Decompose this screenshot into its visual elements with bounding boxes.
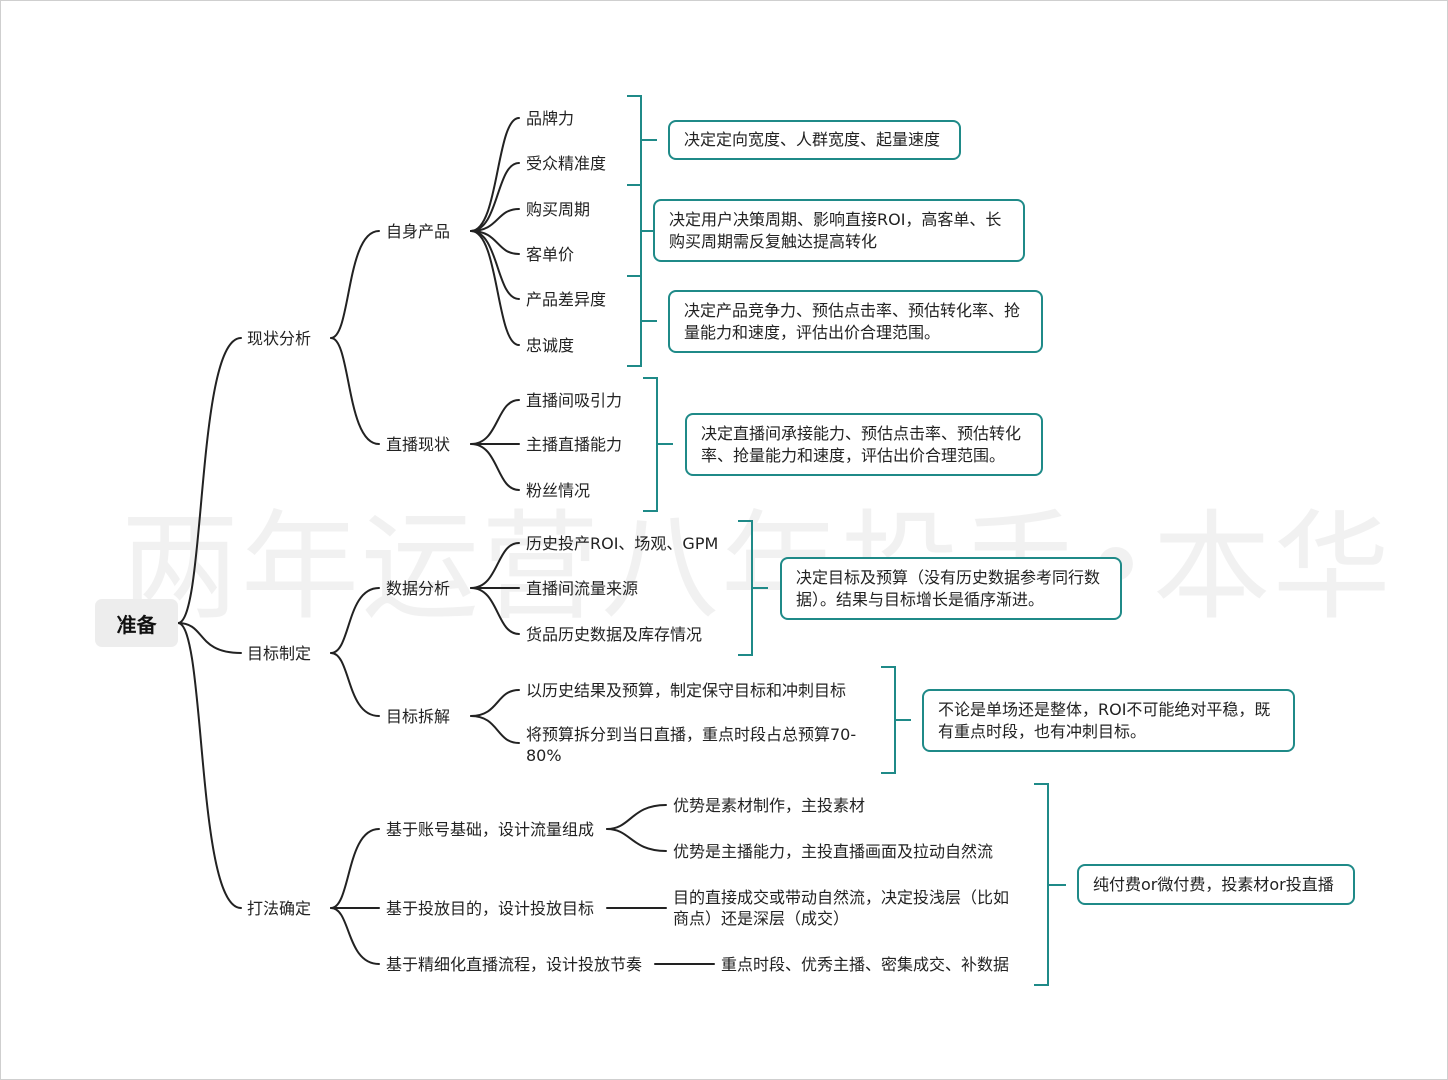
- node-audience-precision[interactable]: 受众精准度: [526, 154, 607, 173]
- node-purchase-cycle[interactable]: 购买周期: [526, 200, 591, 219]
- callout-decision-cycle[interactable]: 决定用户决策周期、影响直接ROI，高客单、长购买周期需反复触达提高转化: [653, 199, 1025, 262]
- node-material-advantage[interactable]: 优势是素材制作，主投素材: [673, 796, 866, 815]
- callout-live-capacity[interactable]: 决定直播间承接能力、预估点击率、预估转化率、抢量能力和速度，评估出价合理范围。: [685, 413, 1043, 476]
- node-rhythm-design[interactable]: 基于精细化直播流程，设计投放节奏: [386, 955, 643, 974]
- node-play-style[interactable]: 打法确定: [247, 899, 312, 918]
- callout-goal-budget[interactable]: 决定目标及预算（没有历史数据参考同行数据）。结果与目标增长是循序渐进。: [780, 557, 1122, 620]
- node-live-attraction[interactable]: 直播间吸引力: [526, 391, 623, 410]
- callout-payment-mode[interactable]: 纯付费or微付费，投素材or投直播: [1077, 864, 1355, 905]
- node-own-product[interactable]: 自身产品: [386, 222, 451, 241]
- node-host-advantage[interactable]: 优势是主播能力，主投直播画面及拉动自然流: [673, 842, 994, 861]
- node-conservative-goal[interactable]: 以历史结果及预算，制定保守目标和冲刺目标: [526, 681, 847, 700]
- callout-roi-stability[interactable]: 不论是单场还是整体，ROI不可能绝对平稳，既有重点时段，也有冲刺目标。: [922, 689, 1295, 752]
- node-unit-price[interactable]: 客单价: [526, 245, 575, 264]
- node-live-status[interactable]: 直播现状: [386, 435, 451, 454]
- node-goods-history[interactable]: 货品历史数据及库存情况: [526, 625, 703, 644]
- node-goal-setting[interactable]: 目标制定: [247, 644, 312, 663]
- node-traffic-source[interactable]: 直播间流量来源: [526, 579, 639, 598]
- node-loyalty[interactable]: 忠诚度: [526, 336, 575, 355]
- callout-targeting-width[interactable]: 决定定向宽度、人群宽度、起量速度: [668, 120, 961, 160]
- node-data-analysis[interactable]: 数据分析: [386, 579, 451, 598]
- node-rhythm-detail[interactable]: 重点时段、优秀主播、密集成交、补数据: [721, 955, 1010, 974]
- node-fans[interactable]: 粉丝情况: [526, 481, 591, 500]
- root-node[interactable]: 准备: [95, 599, 178, 647]
- node-traffic-design[interactable]: 基于账号基础，设计流量组成: [386, 820, 595, 839]
- node-history-roi[interactable]: 历史投产ROI、场观、GPM: [526, 534, 719, 553]
- node-brand-power[interactable]: 品牌力: [526, 109, 575, 128]
- node-status-analysis[interactable]: 现状分析: [247, 329, 312, 348]
- node-purpose-design[interactable]: 基于投放目的，设计投放目标: [386, 899, 595, 918]
- node-budget-split[interactable]: 将预算拆分到当日直播，重点时段占总预算70-80%: [526, 725, 857, 765]
- node-goal-breakdown[interactable]: 目标拆解: [386, 707, 451, 726]
- node-differentiation[interactable]: 产品差异度: [526, 290, 607, 309]
- node-purpose-detail[interactable]: 目的直接成交或带动自然流，决定投浅层（比如商点）还是深层（成交）: [673, 888, 1010, 928]
- node-host-ability[interactable]: 主播直播能力: [526, 435, 623, 454]
- callout-product-competitiveness[interactable]: 决定产品竞争力、预估点击率、预估转化率、抢量能力和速度，评估出价合理范围。: [668, 290, 1043, 353]
